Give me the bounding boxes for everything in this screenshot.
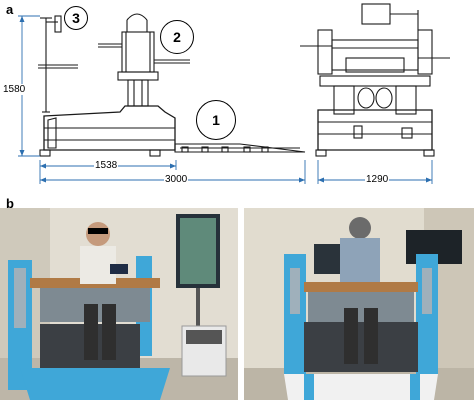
callout-robot-column: 2 [160, 20, 194, 54]
photo-rear-view [244, 208, 474, 400]
panel-label-a: a [6, 2, 14, 17]
dimension-total-length: 3000 [164, 174, 189, 185]
callout-monitor: 3 [64, 6, 88, 30]
dimension-height: 1580 [2, 84, 27, 95]
callout-treadmill-base: 1 [196, 100, 236, 140]
panel-label-b: b [6, 196, 14, 211]
dimension-base-length: 1538 [94, 160, 119, 171]
photo-side-view [0, 208, 238, 400]
side-view-drawing [18, 3, 450, 184]
dimension-width: 1290 [365, 174, 390, 185]
